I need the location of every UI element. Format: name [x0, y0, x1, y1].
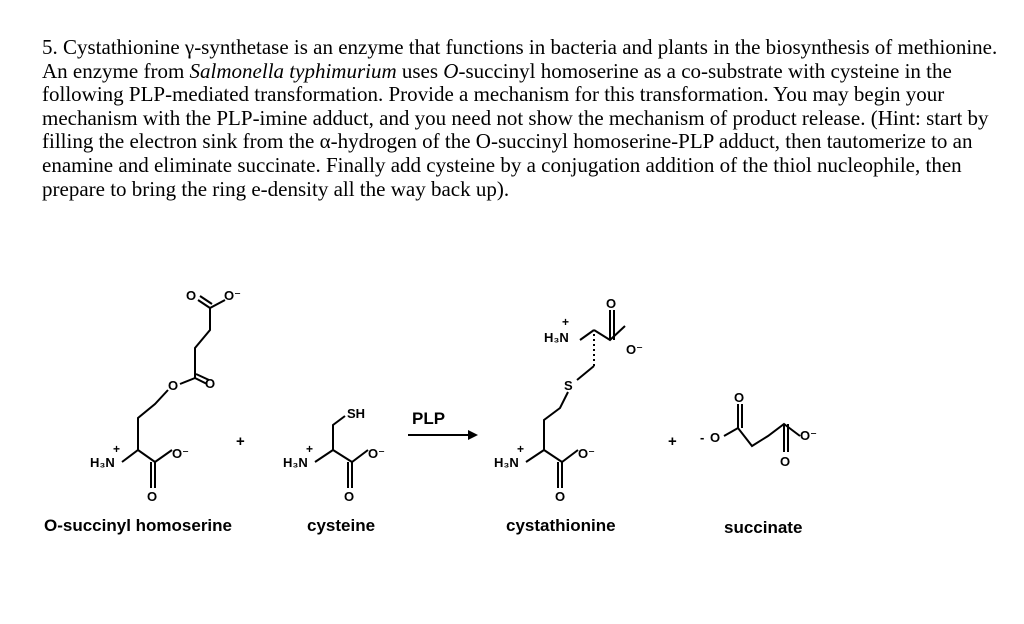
cysta-thioether-s: S [564, 378, 573, 393]
osh-acid-carbonyl-o: O [186, 288, 196, 303]
cysta-carbonyl-o: O [555, 489, 565, 504]
label-cystathionine: cystathionine [506, 516, 616, 535]
label-osh: O-succinyl homoserine [44, 516, 232, 535]
cys-amine: H₃N [283, 455, 308, 470]
cysta-carboxylate-o: O⁻ [578, 446, 595, 461]
osh-carbonyl-o: O [147, 489, 157, 504]
organism-name: Salmonella typhimurium [189, 58, 397, 83]
osh-ester-carbonyl-o: O [205, 376, 215, 391]
osh-amine-charge: + [113, 442, 120, 456]
question-number: 5. [42, 35, 58, 59]
succ-o-left: O [710, 430, 720, 445]
question-paragraph: 5. Cystathionine γ-synthetase is an enzy… [42, 35, 1002, 201]
cysta-carboxylate-o-2: O⁻ [626, 342, 643, 357]
succ-carbonyl-o-right: O [780, 454, 790, 469]
cys-carboxylate-o: O⁻ [368, 446, 385, 461]
succ-carbonyl-o-left: O [734, 390, 744, 405]
succ-minus: - [700, 430, 704, 445]
o-prefix: O [443, 58, 459, 83]
question-rest: -succinyl homoserine as a co-substrate w… [42, 58, 989, 201]
question-text: 5. Cystathionine γ-synthetase is an enzy… [42, 35, 1002, 201]
cys-carbonyl-o: O [344, 489, 354, 504]
cysta-carbonyl-o-2: O [606, 296, 616, 311]
cys-thiol: SH [347, 406, 365, 421]
cysta-amine: H₃N [494, 455, 519, 470]
cys-amine-charge: + [306, 442, 313, 456]
succ-o-right: O⁻ [800, 428, 817, 443]
osh-carboxylate-o: O⁻ [172, 446, 189, 461]
osh-acid-o: O⁻ [224, 288, 241, 303]
label-cysteine: cysteine [307, 516, 376, 535]
cysta-amine-2-charge: + [562, 315, 569, 329]
osh-amine: H₃N [90, 455, 115, 470]
reaction-scheme: H₃N + O⁻ O O O O O⁻ + H₃N + O⁻ O SH PLP … [0, 270, 1024, 570]
question-intro: Cystathionine γ-synthetase is an enzyme … [42, 35, 998, 83]
plus-sign-1: + [236, 433, 245, 450]
cysta-amine-2: H₃N [544, 330, 569, 345]
reagent-label: PLP [412, 409, 445, 428]
plus-sign-2: + [668, 433, 677, 450]
reaction-scheme-drawing: H₃N + O⁻ O O O O O⁻ + H₃N + O⁻ O SH PLP … [90, 288, 817, 504]
label-succinate: succinate [724, 518, 803, 537]
osh-ester-o: O [168, 378, 178, 393]
question-uses: uses [401, 58, 439, 83]
cysta-amine-charge: + [517, 442, 524, 456]
